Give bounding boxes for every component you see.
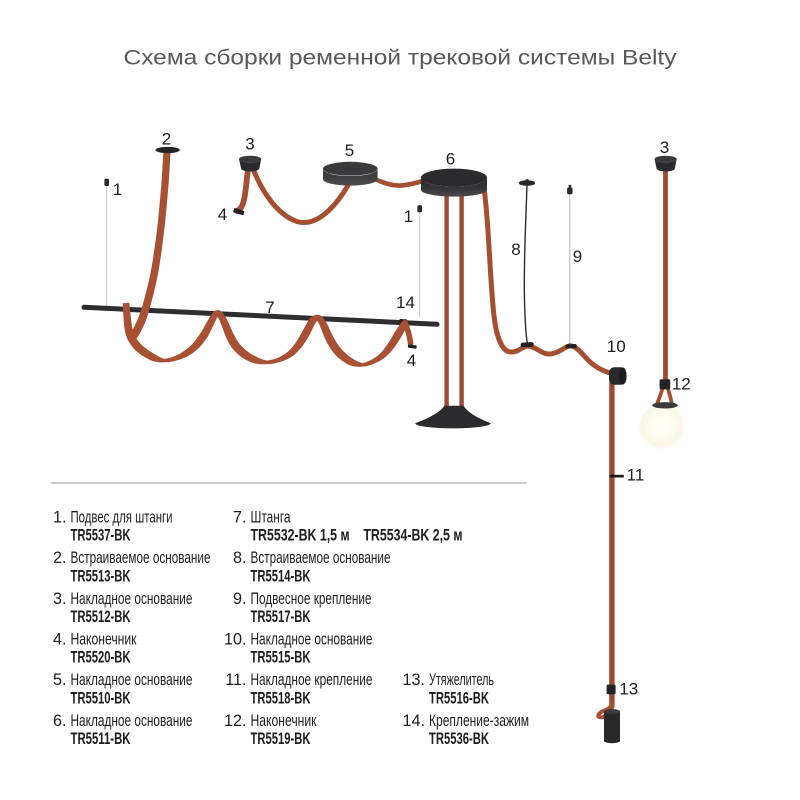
svg-text:8: 8: [511, 240, 520, 259]
svg-text:12.: 12.: [224, 712, 247, 730]
svg-text:7.: 7.: [233, 509, 247, 527]
svg-text:6.: 6.: [53, 712, 67, 730]
svg-text:5: 5: [345, 141, 354, 160]
svg-text:Накладное крепление: Накладное крепление: [251, 671, 373, 689]
svg-text:4: 4: [407, 351, 416, 370]
svg-text:13.: 13.: [402, 671, 425, 689]
svg-text:Подвес для штанги: Подвес для штанги: [71, 509, 173, 527]
svg-text:4: 4: [218, 205, 227, 224]
svg-text:12: 12: [672, 375, 691, 394]
svg-text:1.: 1.: [53, 509, 67, 527]
svg-text:10: 10: [607, 337, 626, 356]
svg-text:7: 7: [265, 298, 274, 317]
svg-text:2: 2: [162, 130, 171, 149]
svg-text:Накладное основание: Накладное основание: [71, 712, 193, 730]
svg-text:11.: 11.: [225, 671, 246, 689]
svg-text:TR5511-BK: TR5511-BK: [71, 730, 131, 748]
svg-text:Встраиваемое основание: Встраиваемое основание: [71, 549, 211, 567]
svg-text:Утяжелитель: Утяжелитель: [429, 671, 494, 689]
svg-text:Наконечник: Наконечник: [251, 712, 318, 730]
svg-text:8.: 8.: [233, 549, 247, 567]
svg-text:TR5514-BK: TR5514-BK: [251, 567, 311, 585]
svg-text:14.: 14.: [402, 712, 425, 730]
svg-text:5.: 5.: [53, 671, 67, 689]
svg-text:6: 6: [446, 150, 455, 169]
svg-text:TR5510-BK: TR5510-BK: [71, 689, 131, 707]
svg-text:Схема сборки ременной трековой: Схема сборки ременной трековой системы B…: [124, 47, 678, 70]
svg-text:13: 13: [619, 680, 638, 699]
svg-text:TR5513-BK: TR5513-BK: [71, 567, 131, 585]
svg-text:10.: 10.: [224, 631, 247, 649]
svg-text:1: 1: [113, 180, 122, 199]
svg-text:Встраиваемое основание: Встраиваемое основание: [251, 549, 391, 567]
svg-text:3.: 3.: [53, 590, 67, 608]
svg-text:TR5515-BK: TR5515-BK: [251, 649, 311, 667]
svg-text:9.: 9.: [233, 590, 247, 608]
svg-text:9: 9: [573, 247, 582, 266]
svg-text:Подвесное крепление: Подвесное крепление: [251, 590, 372, 608]
svg-text:Накладное основание: Накладное основание: [71, 590, 193, 608]
svg-text:TR5517-BK: TR5517-BK: [251, 608, 311, 626]
svg-text:Наконечник: Наконечник: [71, 631, 138, 649]
svg-text:1: 1: [404, 207, 413, 226]
svg-text:Накладное основание: Накладное основание: [71, 671, 193, 689]
svg-text:TR5512-BK: TR5512-BK: [71, 608, 131, 626]
svg-text:3: 3: [660, 138, 669, 157]
svg-text:TR5520-BK: TR5520-BK: [71, 649, 131, 667]
svg-text:4.: 4.: [53, 631, 67, 649]
svg-text:TR5532-BK 1,5 м TR5534-BK: TR5532-BK 1,5 м TR5534-BK 2,5 м: [251, 527, 463, 545]
svg-text:Штанга: Штанга: [251, 509, 291, 527]
svg-text:11: 11: [627, 466, 645, 485]
svg-text:TR5536-BK: TR5536-BK: [429, 730, 489, 748]
svg-text:Накладное основание: Накладное основание: [251, 631, 373, 649]
svg-text:14: 14: [396, 293, 415, 312]
svg-text:TR5518-BK: TR5518-BK: [251, 689, 311, 707]
svg-text:TR5516-BK: TR5516-BK: [429, 689, 489, 707]
svg-text:TR5519-BK: TR5519-BK: [251, 730, 311, 748]
svg-text:Крепление-зажим: Крепление-зажим: [429, 712, 529, 730]
svg-text:TR5537-BK: TR5537-BK: [71, 527, 131, 545]
svg-text:2.: 2.: [53, 549, 67, 567]
svg-text:3: 3: [245, 135, 254, 154]
